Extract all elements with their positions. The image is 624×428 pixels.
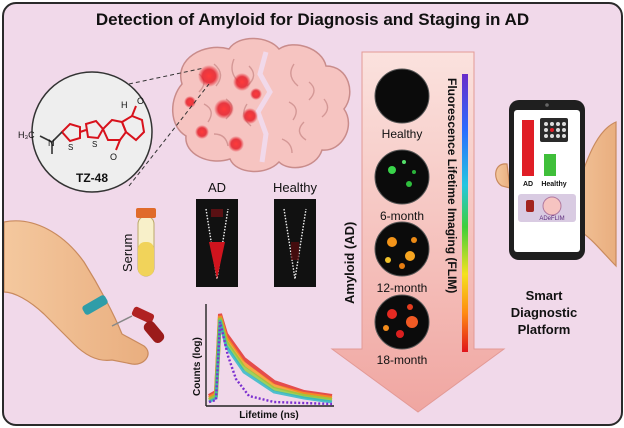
healthy-tube-image: [274, 199, 316, 287]
phone-healthy-label: Healthy: [541, 181, 566, 188]
serum-label: Serum: [120, 234, 135, 272]
ad-tube-label: AD: [208, 180, 226, 195]
plot-ylabel: Counts (log): [192, 337, 203, 396]
platform-label-line3: Platform: [518, 322, 571, 337]
brain-illustration: [171, 37, 351, 173]
molecule-name-label: TZ-48: [76, 171, 108, 185]
serum-tube-icon: [136, 208, 156, 277]
molecule-s-label-1: S: [68, 143, 73, 152]
flim-image-18-month: [374, 294, 430, 350]
molecule-s-label-2: S: [92, 140, 97, 149]
phone-ad-label: AD: [523, 181, 533, 188]
stage-label-18-month: 18-month: [377, 353, 428, 367]
app-brain-icon: [542, 196, 562, 216]
plate-grid-icon: [544, 122, 566, 138]
plot-xlabel: Lifetime (ns): [239, 410, 298, 421]
ad-tube-image: [196, 199, 238, 287]
molecule-n-label: N: [48, 138, 55, 148]
molecule-o-label-top: O: [137, 96, 144, 106]
molecule-methyl-label: H₃C: [18, 130, 35, 140]
molecule-tz48: [31, 71, 153, 193]
stage-label-healthy: Healthy: [382, 127, 423, 141]
diagram-canvas: TZ-48 H₃C N H O O S S Serum AD Healthy C…: [4, 37, 617, 421]
flim-color-scale: [462, 74, 468, 352]
platform-label-line2: Diagnostic: [511, 305, 577, 320]
flim-image-healthy: [374, 68, 430, 124]
stage-label-12-month: 12-month: [377, 281, 428, 295]
stage-label-6-month: 6-month: [380, 209, 424, 223]
smartphone: [509, 100, 585, 260]
arrow-right-label: Fluorescence Lifetime Imaging (FLIM): [445, 78, 459, 293]
molecule-nh-label: H: [121, 100, 128, 110]
healthy-tube-label: Healthy: [273, 180, 318, 195]
phone-bar-ad: [522, 120, 534, 176]
arrow-left-label: Amyloid (AD): [342, 222, 357, 304]
lifetime-decay-plot: [205, 304, 334, 407]
phone-bar-healthy: [544, 154, 556, 176]
figure-title: Detection of Amyloid for Diagnosis and S…: [95, 10, 530, 29]
flim-image-6-month: [374, 149, 430, 205]
platform-label-line1: Smart: [526, 288, 564, 303]
molecule-o-label-bottom: O: [110, 152, 117, 162]
phone-app-label: ADeFLIM: [539, 216, 564, 222]
arm-illustration: [4, 220, 165, 365]
flim-image-12-month: [374, 221, 430, 277]
